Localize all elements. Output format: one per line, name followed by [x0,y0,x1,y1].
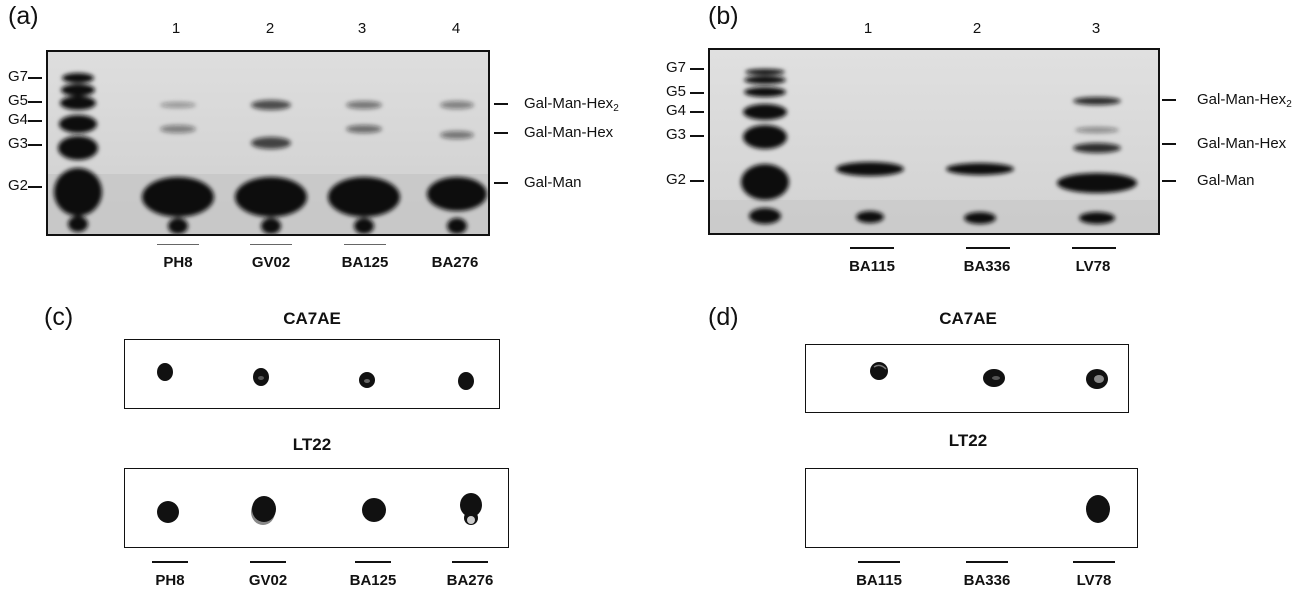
sample-label: BA115 [849,258,895,275]
band-label-gal-man-hex2: Gal-Man-Hex2 [1197,91,1292,110]
sample-label: BA276 [431,254,479,271]
ladder-tick [28,101,42,103]
ladder-label-g4: G4 [7,111,28,128]
panel-a-letter: (a) [8,2,39,30]
sample-label: BA125 [349,572,397,589]
dot-spot [252,496,276,522]
dot-spot [157,363,173,381]
ladder-tick [28,77,42,79]
lane-number: 1 [171,20,181,37]
lane-underline [1072,247,1116,249]
sample-label: PH8 [155,572,185,589]
blot-title-ca7ae: CA7AE [283,309,341,328]
blot-title-ca7ae: CA7AE [939,309,997,328]
sample-label: GV02 [251,254,291,271]
lane-underline [966,561,1008,563]
panel-b-letter: (b) [708,2,739,30]
ladder-label-g5: G5 [7,92,28,109]
panel-c-letter: (c) [44,303,74,331]
band-label-gal-man-hex2: Gal-Man-Hex2 [524,95,619,114]
dot-blot-lt22 [805,468,1138,548]
dot-blot-ca7ae [124,339,500,409]
lane-number: 1 [863,20,873,37]
sample-label: BA336 [963,572,1011,589]
lane-underline [152,561,188,563]
lane-underline [1073,561,1115,563]
gel-image-b [708,48,1160,235]
lane-number: 2 [265,20,275,37]
band-label-gal-man-hex: Gal-Man-Hex [524,124,614,141]
blot-title-lt22: LT22 [948,431,988,450]
lane-underline [850,247,894,249]
ladder-label-g4: G4 [665,102,686,119]
lane-underline [858,561,900,563]
dot-spot [1086,495,1110,523]
dot-spot [460,493,482,517]
lane-underline [250,561,286,563]
band-tick [494,182,508,184]
ladder-label-g7: G7 [665,59,686,76]
band-label-gal-man: Gal-Man [1197,172,1255,189]
blot-title-lt22: LT22 [292,435,332,454]
band-tick [1162,180,1176,182]
ladder-tick [28,186,42,188]
ladder-tick [28,144,42,146]
ladder-tick [690,68,704,70]
panel-d-letter: (d) [708,303,739,331]
ladder-tick [28,120,42,122]
band-tick [494,132,508,134]
band-tick [494,103,508,105]
lane-underline [250,244,292,245]
lane-number: 2 [972,20,982,37]
lane-number: 3 [357,20,367,37]
sample-label: BA115 [856,572,902,589]
dot-blot-ca7ae [805,344,1129,413]
lane-number: 4 [451,20,461,37]
lane-underline [452,561,488,563]
lane-number: 3 [1091,20,1101,37]
gel-image-a [46,50,490,236]
sample-label: BA336 [963,258,1011,275]
sample-label: PH8 [163,254,193,271]
ladder-tick [690,92,704,94]
sample-label: BA125 [341,254,389,271]
sample-label: BA276 [446,572,494,589]
ladder-label-g2: G2 [665,171,686,188]
ladder-label-g3: G3 [7,135,28,152]
ladder-label-g7: G7 [7,68,28,85]
dot-blot-lt22 [124,468,509,548]
ladder-tick [690,111,704,113]
sample-label: LV78 [1076,572,1112,589]
sample-label: LV78 [1075,258,1111,275]
lane-underline [355,561,391,563]
band-tick [1162,99,1176,101]
band-label-gal-man-hex: Gal-Man-Hex [1197,135,1287,152]
dot-spot [157,501,179,523]
lane-underline [344,244,386,245]
dot-spot [362,498,386,522]
band-label-gal-man: Gal-Man [524,174,582,191]
ladder-label-g3: G3 [665,126,686,143]
lane-underline [966,247,1010,249]
ladder-tick [690,180,704,182]
lane-underline [157,244,199,245]
sample-label: GV02 [248,572,288,589]
ladder-label-g5: G5 [665,83,686,100]
ladder-label-g2: G2 [7,177,28,194]
ladder-tick [690,135,704,137]
band-tick [1162,143,1176,145]
dot-spot [458,372,474,390]
